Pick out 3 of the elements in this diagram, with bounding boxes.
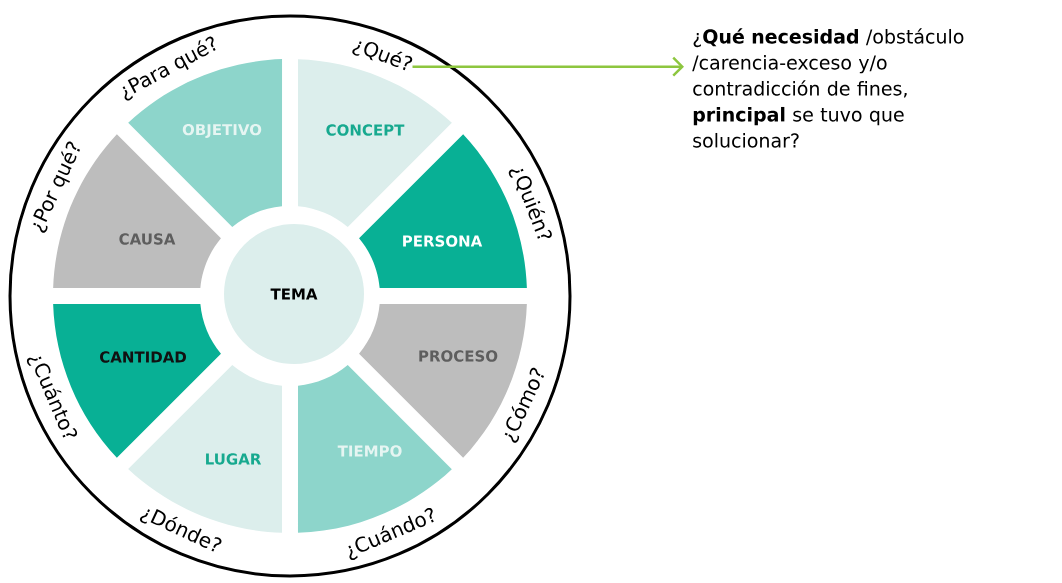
arrow	[412, 56, 684, 77]
wheel-circle	[8, 14, 572, 578]
question-text: ¿Qué necesidad /obstáculo /carencia-exceso y/o contradicción de fines, principal se tuvo que solucionar?	[692, 28, 964, 148]
